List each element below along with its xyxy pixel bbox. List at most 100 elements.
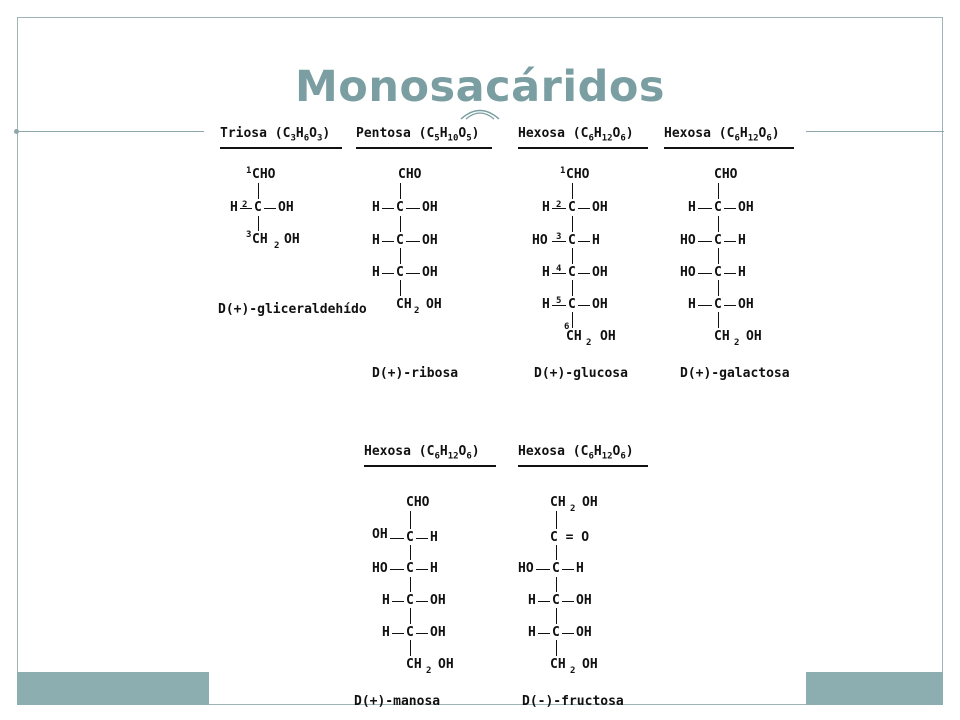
molecule-class-label: Hexosa bbox=[518, 126, 565, 141]
formula-subscript: 6 bbox=[766, 133, 772, 144]
atom-group: H bbox=[542, 297, 550, 312]
horizontal-bond bbox=[382, 273, 394, 274]
atom-group: H bbox=[688, 297, 696, 312]
horizontal-bond bbox=[552, 305, 566, 306]
vertical-bond bbox=[400, 248, 401, 264]
formula-subscript: 12 bbox=[601, 451, 613, 462]
horizontal-bond bbox=[406, 208, 420, 209]
atom-group: C bbox=[714, 265, 722, 280]
atom-group: H bbox=[230, 200, 238, 215]
atom-group: CHO bbox=[406, 495, 430, 510]
atom-group: H bbox=[528, 625, 536, 640]
formula-element: H bbox=[295, 126, 304, 141]
atom-group: C bbox=[568, 297, 576, 312]
horizontal-bond bbox=[724, 273, 736, 274]
carbon-number: 2 bbox=[242, 200, 248, 210]
formula-subscript: 3 bbox=[290, 133, 296, 144]
vertical-bond bbox=[572, 280, 573, 296]
rule-line-right bbox=[806, 131, 944, 132]
vertical-bond bbox=[556, 545, 557, 560]
formula-element: H bbox=[739, 126, 748, 141]
horizontal-bond bbox=[698, 273, 712, 274]
atom-group: OH bbox=[746, 329, 762, 344]
molecule-header: Pentosa (C5H10O5) bbox=[356, 126, 480, 144]
atom-group: CHO bbox=[566, 167, 590, 182]
horizontal-bond bbox=[390, 569, 404, 570]
atom-subscript: 2 bbox=[734, 338, 740, 348]
horizontal-bond bbox=[406, 273, 420, 274]
atom-group: OH bbox=[438, 657, 454, 672]
vertical-bond bbox=[556, 608, 557, 624]
horizontal-bond bbox=[406, 241, 420, 242]
vertical-bond bbox=[258, 216, 259, 231]
horizontal-bond bbox=[552, 208, 566, 209]
formula-subscript: 6 bbox=[734, 133, 740, 144]
formula-element: C bbox=[426, 126, 435, 141]
horizontal-bond bbox=[552, 241, 566, 242]
atom-group: C bbox=[396, 233, 404, 248]
carbon-number: 2 bbox=[556, 200, 562, 210]
horizontal-bond bbox=[578, 273, 590, 274]
molecule-name: D(+)-gliceraldehído bbox=[218, 302, 367, 317]
atom-group: C bbox=[714, 297, 722, 312]
vertical-bond bbox=[556, 640, 557, 656]
vertical-bond bbox=[410, 608, 411, 624]
atom-group: H bbox=[542, 200, 550, 215]
horizontal-bond bbox=[416, 601, 428, 602]
atom-subscript: 2 bbox=[570, 666, 576, 676]
atom-group: CHO bbox=[398, 167, 422, 182]
formula-subscript: 6 bbox=[434, 451, 440, 462]
atom-group: C bbox=[552, 625, 560, 640]
vertical-bond bbox=[556, 511, 557, 529]
header-underline bbox=[364, 465, 496, 467]
atom-group: OH bbox=[422, 200, 438, 215]
rule-dot-left bbox=[14, 129, 19, 134]
atom-group: C bbox=[714, 233, 722, 248]
formula-element: O bbox=[458, 444, 467, 459]
atom-group: C bbox=[254, 200, 262, 215]
atom-group: C bbox=[406, 593, 414, 608]
atom-group: OH bbox=[592, 200, 608, 215]
horizontal-bond bbox=[416, 633, 428, 634]
formula-subscript: 6 bbox=[466, 451, 472, 462]
title-ornament-icon bbox=[460, 109, 500, 120]
formula-element: O bbox=[612, 126, 621, 141]
atom-group: OH bbox=[278, 200, 294, 215]
atom-group: C bbox=[568, 200, 576, 215]
horizontal-bond bbox=[382, 241, 394, 242]
carbon-number: 3 bbox=[556, 232, 562, 242]
atom-group: H bbox=[542, 265, 550, 280]
atom-group: H bbox=[738, 233, 746, 248]
atom-group: H bbox=[382, 593, 390, 608]
atom-group: OH bbox=[582, 657, 598, 672]
header-underline bbox=[518, 465, 648, 467]
molecule-name: D(+)-glucosa bbox=[534, 366, 628, 381]
atom-group: HO bbox=[532, 233, 548, 248]
formula-subscript: 6 bbox=[588, 451, 594, 462]
header-underline bbox=[356, 147, 492, 149]
atom-group: CH bbox=[714, 329, 730, 344]
vertical-bond bbox=[572, 312, 573, 328]
molecule-name: D(+)-ribosa bbox=[372, 366, 459, 381]
atom-group: OH bbox=[284, 232, 300, 247]
atom-group: OH bbox=[600, 329, 616, 344]
atom-group: OH bbox=[430, 593, 446, 608]
formula-subscript: 12 bbox=[747, 133, 759, 144]
atom-group: OH bbox=[592, 265, 608, 280]
formula-subscript: 12 bbox=[601, 133, 613, 144]
vertical-bond bbox=[410, 577, 411, 592]
atom-subscript: 2 bbox=[274, 241, 280, 251]
horizontal-bond bbox=[416, 538, 428, 539]
vertical-bond bbox=[410, 545, 411, 560]
atom-group: CH bbox=[566, 329, 582, 344]
atom-group: C bbox=[714, 200, 722, 215]
horizontal-bond bbox=[578, 241, 590, 242]
formula-element: C bbox=[580, 444, 589, 459]
atom-group: OH bbox=[422, 233, 438, 248]
atom-group: H bbox=[738, 265, 746, 280]
formula-subscript: 3 bbox=[316, 133, 323, 144]
formula-element: C bbox=[426, 444, 435, 459]
molecule-header: Hexosa (C6H12O6) bbox=[518, 444, 634, 462]
vertical-bond bbox=[410, 511, 411, 529]
vertical-bond bbox=[718, 183, 719, 199]
